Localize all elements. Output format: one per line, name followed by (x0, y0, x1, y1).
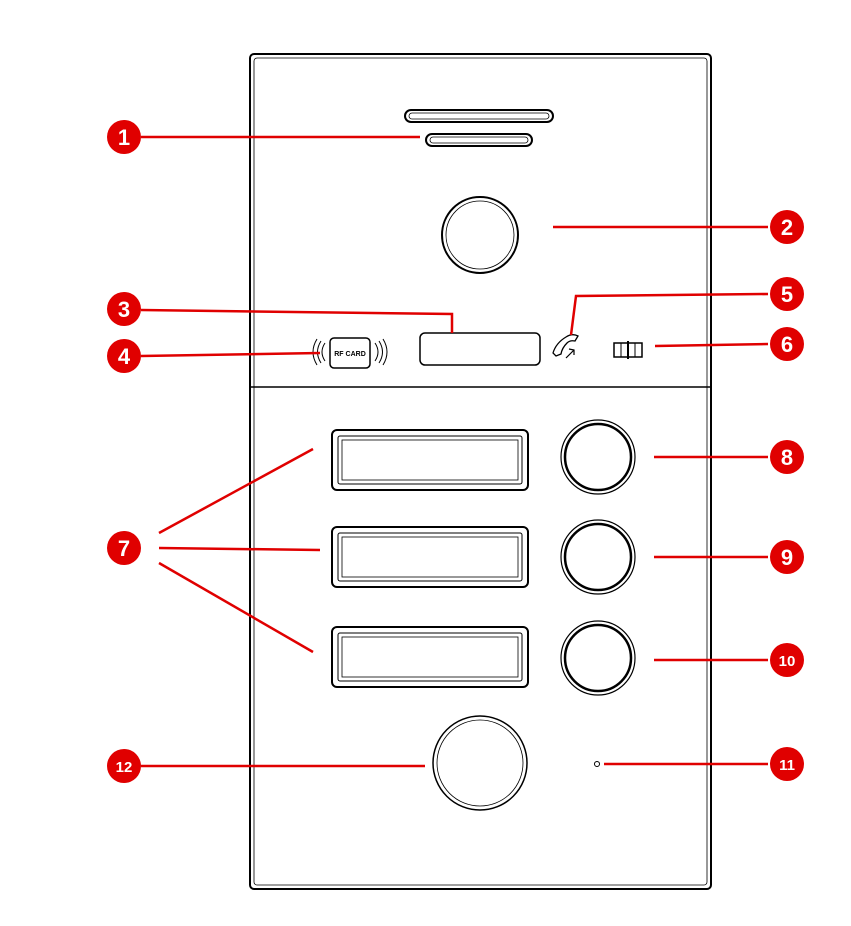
callout-badge-9: 9 (770, 540, 804, 574)
camera-lens-icon (441, 196, 519, 274)
callout-number: 3 (118, 297, 130, 322)
callout-number: 5 (781, 282, 793, 307)
callout-badge-4: 4 (107, 339, 141, 373)
rf-card-label: RF CARD (334, 351, 366, 358)
callout-number: 8 (781, 445, 793, 470)
callout-number: 10 (779, 653, 796, 670)
door-station-panel (249, 53, 712, 890)
callout-badge-5: 5 (770, 277, 804, 311)
microphone-icon (594, 761, 600, 767)
leader-line-6 (654, 342, 769, 348)
leader-line-5 (569, 292, 769, 336)
name-plate (331, 526, 529, 588)
name-plate (331, 429, 529, 491)
callout-number: 12 (116, 759, 133, 776)
door-icon (613, 341, 643, 359)
callout-badge-1: 1 (107, 120, 141, 154)
callout-badge-3: 3 (107, 292, 141, 326)
callout-badge-7: 7 (107, 531, 141, 565)
call-button-1[interactable] (560, 419, 636, 495)
leader-line-7c (158, 561, 314, 654)
call-button-2[interactable] (560, 519, 636, 595)
leader-lines (140, 135, 769, 768)
indicator-window (419, 332, 541, 366)
callout-badge-11: 11 (770, 747, 804, 781)
callout-number: 7 (118, 536, 130, 561)
callout-badge-2: 2 (770, 210, 804, 244)
call-button-3[interactable] (560, 620, 636, 696)
callout-number: 2 (781, 215, 793, 240)
callout-number: 4 (118, 344, 131, 369)
callout-number: 1 (118, 125, 130, 150)
leader-line-4 (140, 351, 321, 358)
callout-badge-10: 10 (770, 643, 804, 677)
callout-badge-8: 8 (770, 440, 804, 474)
callout-badge-6: 6 (770, 327, 804, 361)
rf-card-icon: RF CARD (312, 337, 388, 369)
leader-line-7a (158, 447, 314, 535)
leader-line-7b (158, 546, 321, 552)
callout-number: 9 (781, 545, 793, 570)
bottom-round-button[interactable] (432, 715, 528, 811)
callout-number: 11 (779, 757, 795, 774)
leader-line-3 (140, 308, 454, 333)
name-plate (331, 626, 529, 688)
callout-badge-12: 12 (107, 749, 141, 783)
speaker-grille-icon (404, 109, 554, 147)
handset-icon (552, 334, 579, 359)
callout-number: 6 (781, 332, 793, 357)
